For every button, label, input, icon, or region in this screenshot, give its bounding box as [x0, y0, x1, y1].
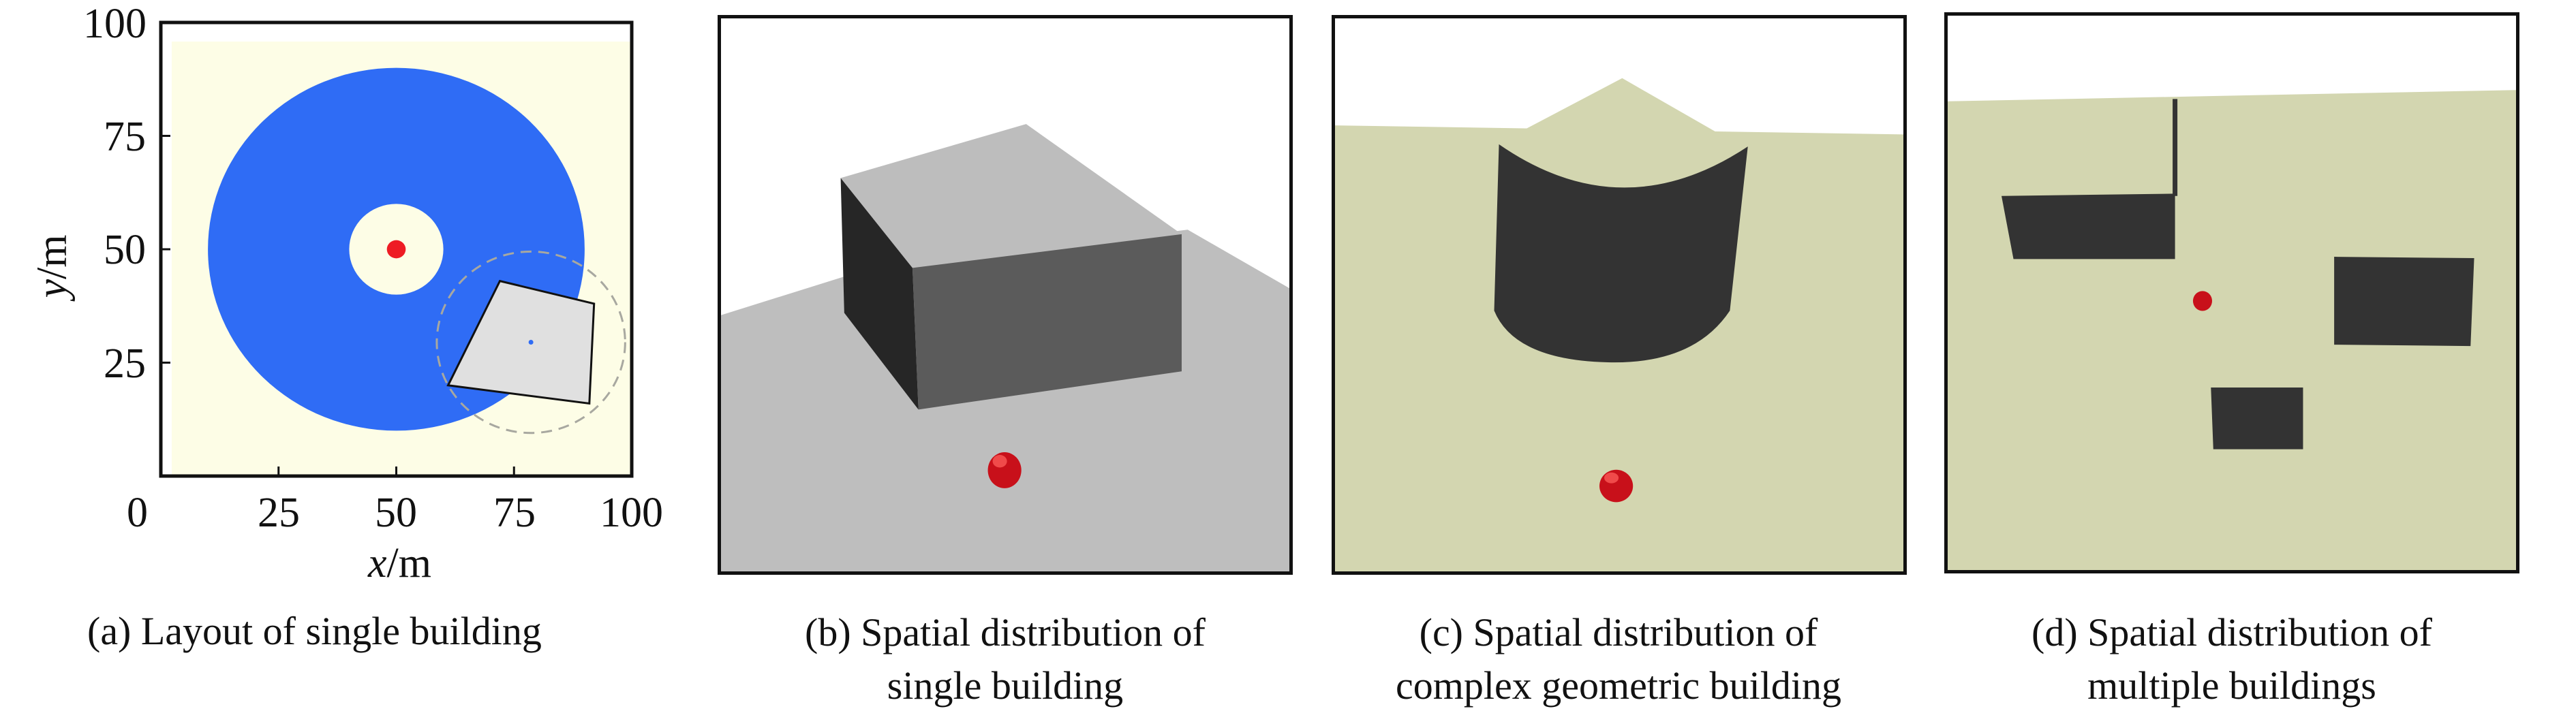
- y-tick-label: 75: [104, 114, 146, 160]
- source-point: [386, 240, 406, 259]
- x-tick-label: 0: [127, 490, 148, 536]
- y-tick-label: 50: [104, 227, 146, 273]
- caption-b-line1: (b) Spatial distribution of: [805, 610, 1206, 654]
- sphere-highlight: [1604, 472, 1619, 484]
- curved-building: [1494, 144, 1748, 363]
- y-axis-label: y/m: [29, 234, 76, 298]
- caption-d-line2: multiple buildings: [2087, 663, 2376, 708]
- caption-d-line1: (d) Spatial distribution of: [2031, 610, 2432, 654]
- building-footprint: [446, 279, 596, 405]
- x-tick-label: 75: [493, 490, 536, 536]
- building-front-face: [912, 234, 1182, 410]
- building-range-circle: [435, 250, 626, 434]
- sphere-highlight: [992, 455, 1007, 468]
- building-side-face: [840, 178, 919, 410]
- building-top-face: [840, 124, 1182, 268]
- source-sphere: [2192, 291, 2213, 311]
- panel-b-render: [718, 15, 1293, 575]
- building-1: [2002, 193, 2175, 259]
- panel-d-render: [1944, 12, 2519, 573]
- y-tick-label: 25: [104, 341, 146, 387]
- x-tick-label: 100: [600, 490, 663, 536]
- caption-c-line1: (c) Spatial distribution of: [1419, 610, 1818, 654]
- caption-c-line2: complex geometric building: [1396, 663, 1841, 708]
- x-tick-label: 25: [258, 490, 300, 536]
- panel-a: 100 75 50 25 0 25 50 75 100 x/m y/m (a) …: [0, 0, 681, 711]
- building-2: [2334, 257, 2474, 347]
- caption-a: (a) Layout of single building: [87, 609, 542, 653]
- building-3: [2211, 387, 2303, 449]
- x-tick-label: 50: [375, 490, 417, 536]
- building-center-point: [528, 340, 534, 345]
- panel-c-render: [1332, 15, 1907, 575]
- layout-plot: [159, 20, 634, 478]
- caption-b-line2: single building: [887, 663, 1124, 708]
- building-top-peak: [1526, 78, 1718, 133]
- y-tick-label: 100: [83, 1, 147, 47]
- x-axis-label: x/m: [368, 540, 431, 586]
